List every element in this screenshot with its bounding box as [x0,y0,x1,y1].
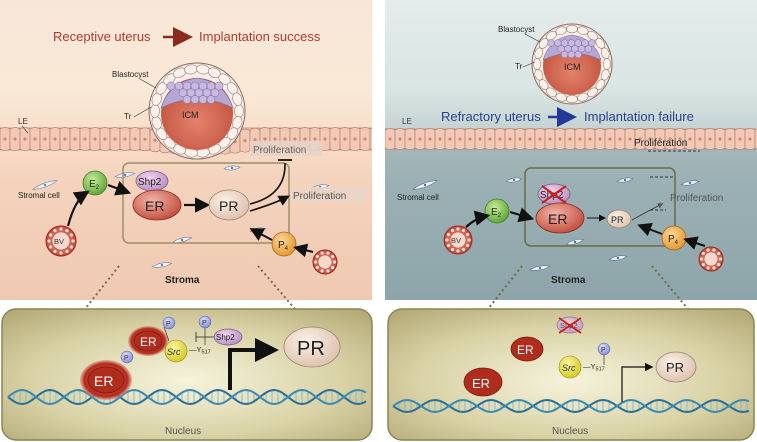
right-nucleus-src-label: Src [562,363,576,373]
right-nucleus-p1-label: P [601,347,606,354]
right-nucleus-er1-label: ER [517,343,534,357]
right-luminal-epithelium [385,128,757,150]
right-nucleus-pr-icon [655,351,697,383]
left-bv-to-p4-arrow [293,243,314,258]
left-p4-sub: 4 [285,246,289,252]
left-proliferation-top: Proliferation [253,145,306,156]
right-nucleus-label: Nucleus [552,426,588,437]
right-stroma-label: Stroma [551,275,586,286]
left-nucleus-src-label: Src [167,347,181,357]
right-proliferation-top: Proliferation [634,138,687,149]
right-stromal-cells [411,177,700,271]
left-e2-sub: 2 [96,185,100,191]
right-bv-label: BV [451,236,461,245]
left-tr-label: Tr [124,112,132,121]
left-pr-label: PR [219,198,238,214]
right-signaling-box [524,167,676,247]
left-e2-icon [82,170,108,196]
left-er-icon [132,189,182,221]
right-dna [392,398,750,414]
left-shp2-label: Shp2 [138,177,162,188]
left-p4-to-pr-arrow [249,228,273,241]
svg-text:P4: P4 [278,240,289,252]
left-panel: Receptive uterus Implantation success LE… [0,0,372,310]
left-title-b: Implantation success [199,29,321,44]
right-bv-icon [443,225,473,255]
left-nucleus-pr-icon [283,326,341,368]
right-er-label: ER [548,211,567,227]
left-blastocyst [148,62,246,160]
left-nucleus-er1-label: ER [140,335,157,349]
right-nucleus-panel: Shp2 ER ER P Src —Y517 PR Nucleus [387,308,755,441]
left-nucleus-shp2-label: Shp2 [216,333,235,342]
svg-text:—Y517: —Y517 [583,362,605,373]
svg-text:P4: P4 [668,234,679,246]
left-nucleus-p1-icon [120,350,134,364]
left-nucleus-p1-label: P [124,355,129,362]
right-le-label: LE [402,117,412,126]
left-bv-icon [45,225,77,257]
left-pr-to-proliferation-arrow [249,195,290,212]
left-e2-to-er-arrow [107,180,132,196]
right-tr-label: Tr [515,62,523,71]
left-nucleus-p3-label: P [202,320,207,327]
right-pr-icon [606,209,632,229]
left-nucleus-src-icon [164,339,188,363]
left-er-label: ER [145,198,164,214]
left-nucleus-p2-label: P [166,321,171,328]
left-nucleus-y517: Y [197,345,202,354]
left-nucleus-transcription-arrow [228,338,279,390]
left-nucleus-er-upper [128,326,168,356]
right-nucleus-pr-label: PR [666,360,684,375]
left-pr-inhibit-line [249,162,286,205]
left-title-a: Receptive uterus [53,29,151,44]
right-p4-label: P [668,234,675,245]
left-nucleus-er2-label: ER [94,373,113,389]
left-p4-label: P [278,240,285,251]
left-blastocyst-label: Blastocyst [112,70,149,79]
right-blastocyst-label: Blastocyst [498,25,535,34]
left-nucleus-pr-label: PR [297,338,325,360]
right-nucleus-src-icon [558,355,582,379]
left-pr-icon [208,189,250,221]
right-nucleus-er2-icon [463,367,503,397]
right-nucleus-transcription-arrow [621,362,654,402]
left-nucleus-label: Nucleus [165,426,201,437]
right-title-a: Refractory uterus [441,109,541,124]
right-proliferation-right: Proliferation [670,193,723,204]
right-p4-sub: 4 [675,240,679,246]
left-stromal-cell-label: Stromal cell [18,191,60,200]
left-stroma-label: Stroma [165,275,200,286]
left-nucleus-panel: ER ER P P P Src —Y517 Shp2 PR Nucleus [1,308,373,441]
right-blastocyst [531,23,613,105]
right-title-b: Implantation failure [584,109,694,124]
right-stromal-cell-label: Stromal cell [397,193,439,202]
right-e2-label: E [491,207,498,218]
left-nucleus-er-lower [80,360,132,400]
right-nucleus-y517-sub: 517 [596,367,605,373]
right-panel: Blastocyst Tr ICM Refractory uterus Impl… [385,0,757,310]
right-bv2-icon [698,246,724,272]
svg-text:E2: E2 [491,207,502,219]
svg-text:E2: E2 [89,179,100,191]
left-le-label: LE [18,117,28,126]
svg-text:—Y517: —Y517 [189,345,211,356]
left-nucleus-shp2-icon [213,328,243,346]
left-bv2-icon [312,249,338,275]
left-proliferation-right: Proliferation [293,191,346,202]
left-bv-to-e2-arrow [66,190,90,227]
right-nucleus-er2-label: ER [472,376,490,391]
right-icm-label: ICM [564,62,581,72]
left-e2-label: E [89,179,96,190]
left-nucleus-p2-icon [162,316,176,330]
right-nucleus-er1-icon [510,336,544,362]
left-nucleus-y517-sub: 517 [202,350,211,356]
left-bv-label: BV [54,237,64,246]
right-pr-label: PR [611,215,624,225]
right-nucleus-y517: Y [591,362,596,371]
right-e2-sub: 2 [498,213,502,219]
right-er-icon [535,202,585,234]
left-icm-label: ICM [182,110,199,120]
